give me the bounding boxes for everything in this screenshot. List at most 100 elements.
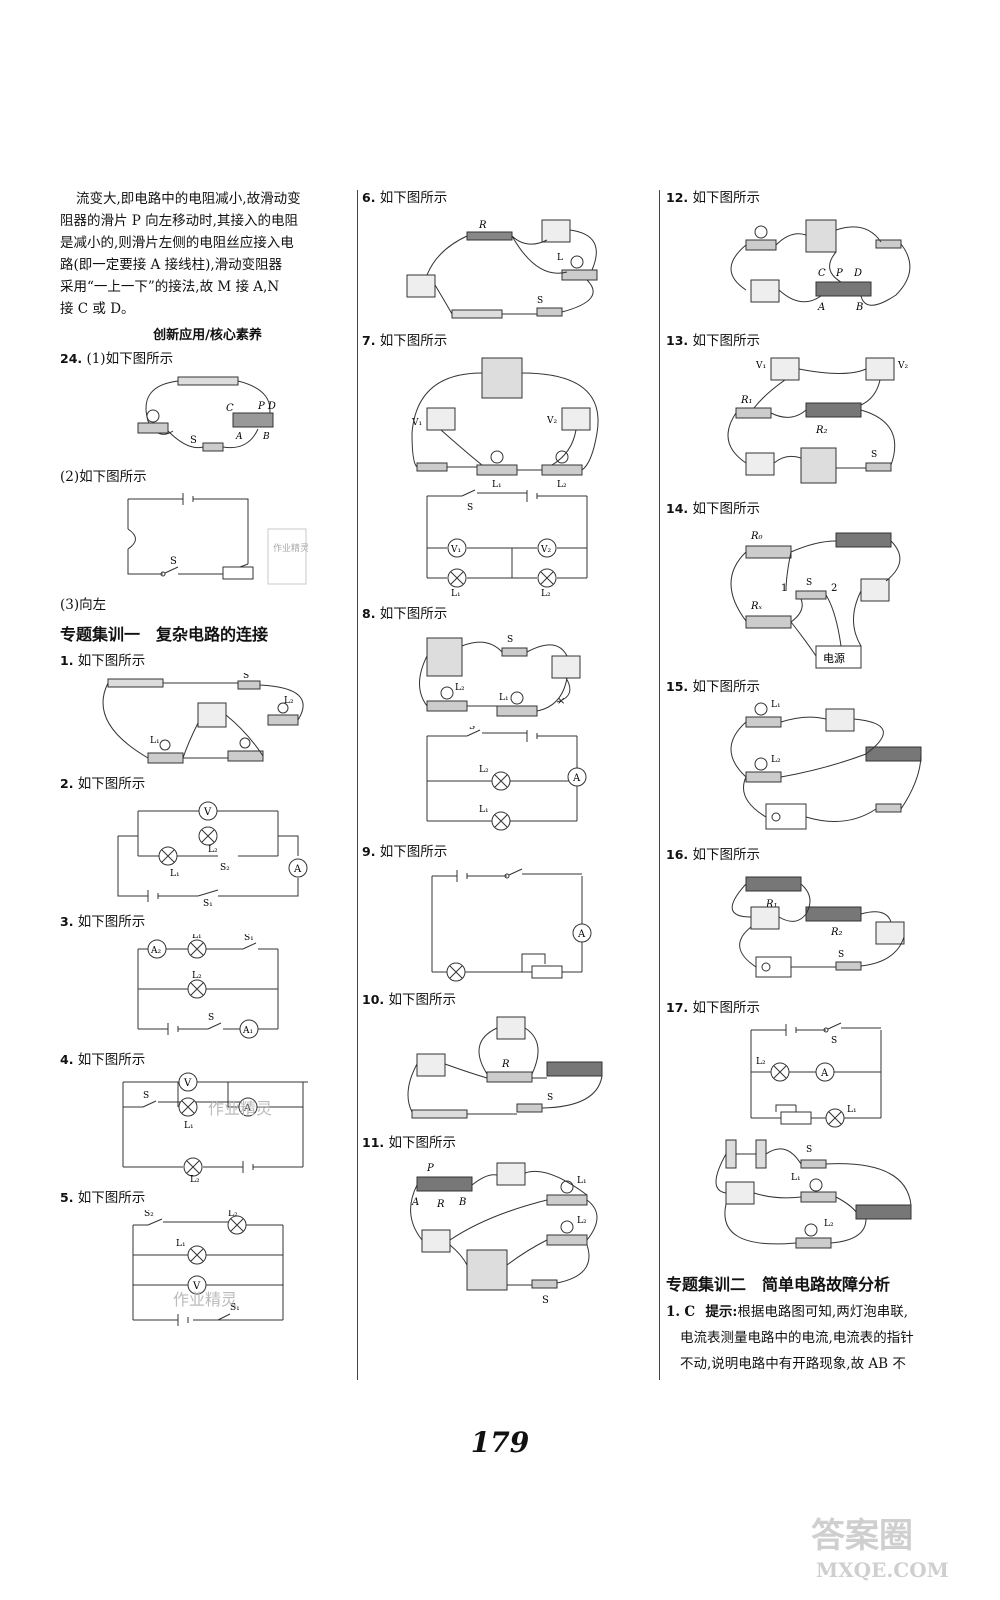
- svg-text:L₂: L₂: [228, 1210, 238, 1219]
- left-column: 流变大,即电路中的电阻减小,故滑动变 阻器的滑片 P 向左移动时,其接入的电阻 …: [60, 188, 355, 1330]
- question-14: 14. 如下图所示: [666, 501, 760, 517]
- svg-text:L₁: L₁: [170, 869, 180, 879]
- svg-text:A: A: [577, 929, 586, 940]
- figure-16-physical-circuit: R₁ R₂ S: [731, 876, 905, 978]
- intro-line: 接 C 或 D。: [60, 301, 135, 317]
- svg-text:R: R: [436, 1199, 445, 1210]
- svg-text:L₁: L₁: [192, 934, 202, 941]
- figure-1-physical-circuit: S L₂ L₁: [102, 673, 303, 764]
- svg-text:S₁: S₁: [244, 934, 254, 943]
- question-24-2: (2)如下图所示: [60, 469, 147, 485]
- svg-text:S: S: [871, 450, 877, 460]
- svg-text:L₂: L₂: [192, 971, 202, 981]
- svg-text:S₁: S₁: [203, 899, 213, 906]
- power-source-label: 电源: [823, 651, 845, 665]
- svg-text:S: S: [537, 296, 543, 306]
- svg-text:V₂: V₂: [540, 545, 551, 555]
- svg-text:A: A: [235, 432, 243, 442]
- svg-text:L₁: L₁: [492, 480, 502, 488]
- svg-text:V: V: [203, 807, 212, 818]
- svg-text:C: C: [818, 268, 826, 279]
- svg-text:L₁: L₁: [176, 1239, 186, 1249]
- svg-text:L₁: L₁: [499, 693, 509, 703]
- svg-text:S: S: [143, 1091, 149, 1101]
- question-10: 10. 如下图所示: [362, 992, 456, 1008]
- column-divider-right: [659, 190, 660, 1380]
- svg-text:A: A: [820, 1068, 829, 1079]
- figure-6-physical-circuit: R L S: [406, 219, 598, 319]
- watermark-text: 作业精灵: [273, 542, 308, 554]
- intro-line: 采用“一上一下”的接法,故 M 接 A,N: [60, 279, 280, 295]
- svg-text:B: B: [855, 302, 863, 313]
- svg-text:L₁: L₁: [184, 1121, 194, 1131]
- svg-text:A: A: [817, 302, 825, 313]
- question-24: 24. (1)如下图所示: [60, 349, 355, 369]
- question-text: (1)如下图所示: [86, 351, 174, 367]
- svg-text:R: R: [478, 220, 487, 231]
- svg-text:S: S: [806, 578, 812, 588]
- svg-text:L₁: L₁: [847, 1105, 857, 1115]
- svg-text:V₁: V₁: [755, 361, 766, 371]
- figure-24-1-physical-circuit: C P D A B S: [137, 376, 276, 452]
- svg-text:A: A: [572, 773, 581, 784]
- svg-text:L₂: L₂: [208, 845, 218, 855]
- svg-text:L: L: [557, 253, 563, 263]
- svg-text:A: A: [243, 1103, 252, 1114]
- svg-text:S: S: [208, 1013, 214, 1023]
- figure-10-physical-circuit: R S: [407, 1016, 603, 1119]
- svg-text:R₁: R₁: [765, 899, 778, 910]
- svg-text:L₂: L₂: [455, 683, 465, 693]
- svg-text:P: P: [426, 1163, 434, 1174]
- figure-13-physical-circuit: V₁ V₂ R₁ R₂ S: [727, 357, 908, 484]
- svg-text:S: S: [507, 635, 513, 645]
- question-2: 2. 如下图所示: [60, 776, 146, 792]
- question-9: 9. 如下图所示: [362, 844, 448, 860]
- svg-text:V: V: [183, 1078, 192, 1089]
- svg-text:L₂: L₂: [771, 755, 781, 765]
- question-8: 8. 如下图所示: [362, 606, 448, 622]
- svg-text:2: 2: [831, 583, 837, 594]
- figure-9-circuit-diagram: A: [431, 868, 592, 982]
- subheading: 创新应用/核心素养: [153, 328, 262, 343]
- question-15: 15. 如下图所示: [666, 679, 760, 695]
- question-1: 1. 如下图所示: [60, 653, 146, 669]
- intro-line: 流变大,即电路中的电阻减小,故滑动变: [76, 191, 301, 207]
- svg-text:L₂: L₂: [577, 1216, 587, 1226]
- svg-text:R₂: R₂: [815, 425, 828, 436]
- svg-text:S: S: [542, 1295, 549, 1305]
- figure-8-physical-circuit: S L₂ L₁ ×: [419, 635, 581, 717]
- question-24-3: (3)向左: [60, 597, 107, 613]
- svg-text:S: S: [838, 950, 844, 960]
- svg-text:A₂: A₂: [150, 946, 161, 956]
- svg-text:P D: P D: [257, 401, 276, 412]
- svg-text:L₂: L₂: [190, 1175, 200, 1182]
- svg-text:V₂: V₂: [897, 361, 908, 371]
- svg-text:L₂: L₂: [824, 1219, 834, 1229]
- figure-14-physical-circuit: R₀ 1 S 2 Rₓ 电源: [730, 531, 901, 669]
- svg-text:R₁: R₁: [740, 395, 753, 406]
- svg-text:L₂: L₂: [756, 1057, 766, 1067]
- svg-text:L₂: L₂: [541, 589, 551, 598]
- question-13: 13. 如下图所示: [666, 333, 760, 349]
- svg-text:L₂: L₂: [479, 765, 489, 775]
- svg-text:P: P: [835, 268, 843, 279]
- figure-2-circuit-diagram: V A L₂ L₁ S₂ S₁: [117, 801, 307, 906]
- svg-text:S: S: [243, 673, 249, 681]
- section-title-1: 专题集训一 复杂电路的连接: [60, 625, 269, 644]
- svg-text:S₂: S₂: [220, 863, 230, 873]
- intro-line: 阻器的滑片 P 向左移动时,其接入的电阻: [60, 213, 298, 229]
- page-number: 179: [470, 1426, 530, 1459]
- svg-text:C: C: [226, 403, 234, 414]
- answer-1-line-2: 电流表测量电路中的电流,电流表的指针: [680, 1330, 914, 1346]
- question-6: 6. 如下图所示: [362, 190, 448, 206]
- svg-text:S: S: [806, 1145, 812, 1155]
- question-4: 4. 如下图所示: [60, 1052, 146, 1068]
- figure-17-circuit-diagram: S L₂ A L₁: [750, 1022, 882, 1128]
- svg-text:R₂: R₂: [830, 927, 843, 938]
- svg-text:×: ×: [557, 696, 565, 707]
